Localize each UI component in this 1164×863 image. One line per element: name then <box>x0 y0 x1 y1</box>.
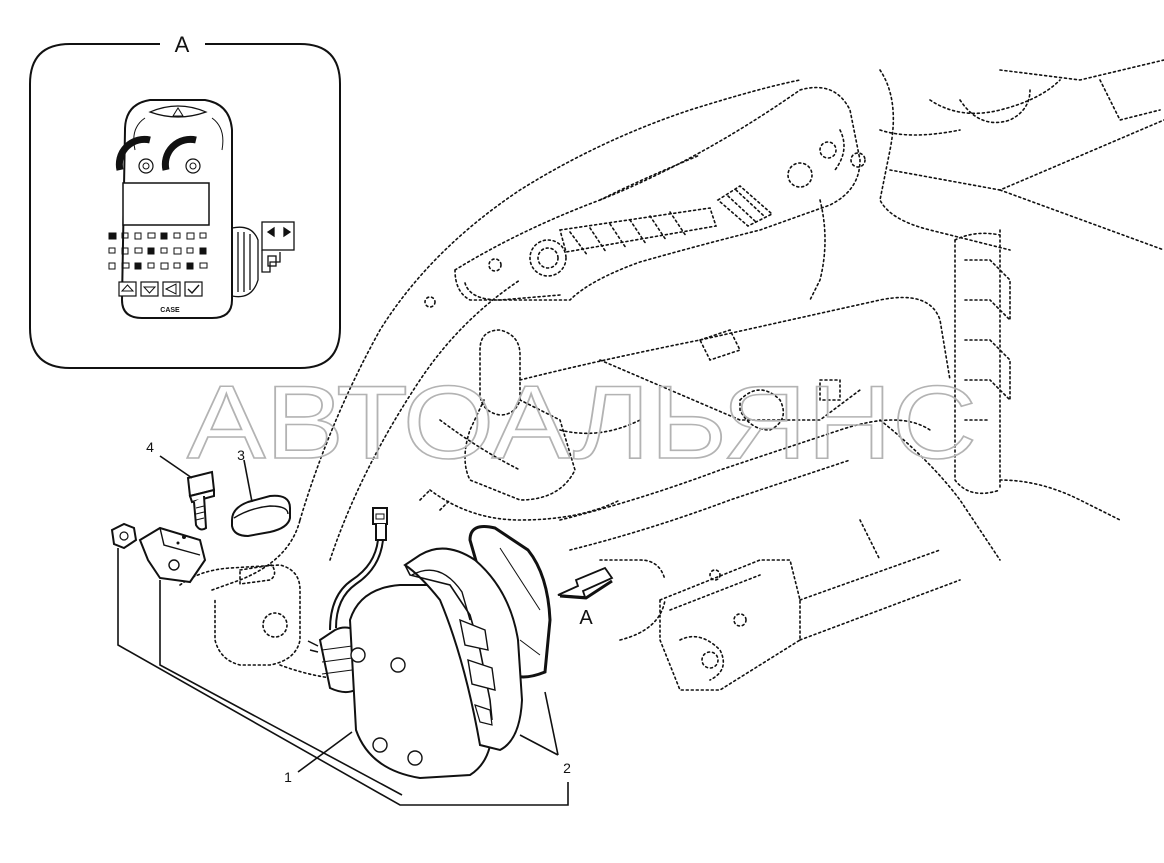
indicator-symbol-icon <box>134 232 142 240</box>
panel-buttons <box>118 281 203 297</box>
instrument-panel: CASE <box>108 99 233 319</box>
callout-lines <box>117 455 569 806</box>
indicator-symbol-icon <box>199 247 207 255</box>
indicator-symbol-icon <box>147 262 155 269</box>
cab-background <box>179 59 1164 691</box>
indicator-symbols <box>108 232 208 270</box>
indicator-symbol-icon <box>147 247 155 255</box>
watermark: АВТОАЛЬЯНС <box>187 365 977 481</box>
panel-brand-label: CASE <box>160 307 180 314</box>
inset-view-label: A <box>175 32 190 57</box>
indicator-symbol-icon <box>108 232 117 240</box>
callout-4: 4 <box>146 439 154 455</box>
indicator-symbol-icon <box>173 232 181 239</box>
panel-button-ok <box>184 281 203 297</box>
up-arrow-icon <box>120 284 135 292</box>
indicator-symbol-icon <box>199 232 207 239</box>
down-arrow-icon <box>142 286 157 294</box>
indicator-symbol-icon <box>121 247 129 255</box>
part-nut <box>110 522 138 550</box>
callout-2: 2 <box>563 760 571 776</box>
callout-3: 3 <box>237 447 245 463</box>
gauge-left <box>115 135 154 174</box>
indicator-symbol-icon <box>108 247 116 254</box>
inset-view-a: A <box>29 32 341 369</box>
panel-button-down <box>140 281 159 297</box>
panel-button-up <box>118 281 137 297</box>
inset-side-connector <box>231 221 295 298</box>
indicator-symbol-icon <box>186 262 194 270</box>
part-2-panel-face <box>403 525 552 752</box>
warning-icon <box>172 107 184 117</box>
view-arrow-a: A <box>557 566 614 629</box>
indicator-symbol-icon <box>199 262 208 269</box>
indicator-symbol-icon <box>147 232 156 239</box>
indicator-symbol-icon <box>173 247 182 255</box>
part-cable-connector <box>329 507 388 631</box>
left-arrow-icon <box>164 283 177 295</box>
part-4-bolt <box>186 470 216 531</box>
indicator-symbol-icon <box>108 262 116 270</box>
part-3-cap <box>231 494 291 538</box>
indicator-symbol-icon <box>134 247 143 254</box>
check-icon <box>187 284 200 295</box>
panel-display <box>122 182 210 226</box>
indicator-symbol-icon <box>134 262 142 270</box>
indicator-symbol-icon <box>160 262 169 270</box>
indicator-symbol-icon <box>160 232 168 240</box>
part-bracket <box>138 526 207 584</box>
inset-frame <box>29 43 341 369</box>
gauge-right <box>161 135 201 174</box>
indicator-symbol-icon <box>173 262 181 269</box>
indicator-symbol-icon <box>121 232 129 239</box>
indicator-symbol-icon <box>160 247 168 254</box>
indicator-symbol-icon <box>186 247 194 254</box>
callout-1: 1 <box>284 769 292 785</box>
indicator-symbol-icon <box>121 262 130 269</box>
view-arrow-label: A <box>579 607 593 629</box>
indicator-symbol-icon <box>186 232 195 240</box>
